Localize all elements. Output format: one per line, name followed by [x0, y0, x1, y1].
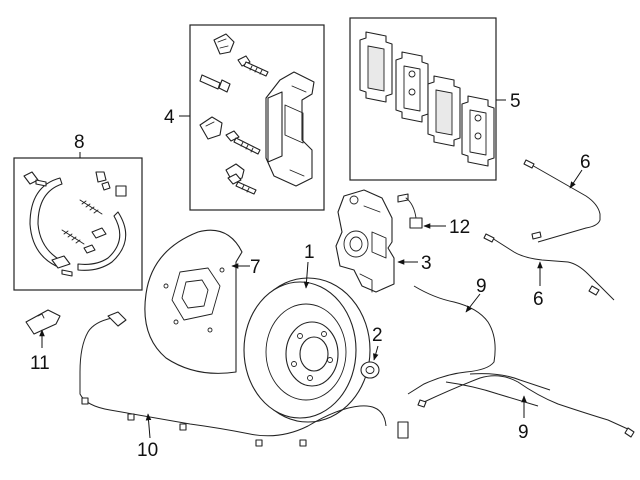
callout-2: 2 [372, 325, 383, 346]
callout-9-upper: 9 [476, 276, 487, 297]
callout-5: 5 [510, 91, 521, 112]
callout-10: 10 [137, 440, 158, 461]
callout-6-lower: 6 [533, 289, 544, 310]
brake-line-upper [407, 285, 551, 395]
callout-8: 8 [74, 132, 85, 153]
caliper-hardware-parts [199, 33, 315, 195]
brake-pad-set [359, 31, 495, 167]
brake-line-lower [417, 375, 635, 438]
dust-shield [144, 229, 243, 374]
callout-1: 1 [304, 242, 315, 263]
group-box-brake-pads [349, 17, 497, 181]
brake-hose-upper [523, 159, 601, 243]
callout-7: 7 [250, 257, 261, 278]
parking-brake-shoe-kit [23, 171, 127, 277]
callout-9-lower: 9 [518, 422, 529, 443]
sensor-clip [25, 309, 61, 335]
wear-sensor [397, 193, 423, 229]
callout-11: 11 [30, 353, 50, 374]
rotor-screw [360, 361, 380, 379]
brake-rotor [243, 277, 371, 423]
brake-hose-lower [483, 233, 615, 301]
callout-4: 4 [164, 107, 175, 128]
abs-sensor-harness [79, 311, 409, 447]
group-box-caliper-hardware [189, 24, 325, 211]
callout-3: 3 [421, 253, 432, 274]
leader-lines [39, 99, 583, 439]
callout-12: 12 [449, 217, 470, 238]
group-box-parking-brake [13, 157, 143, 291]
brake-caliper [335, 189, 395, 293]
callout-6-upper: 6 [580, 152, 591, 173]
